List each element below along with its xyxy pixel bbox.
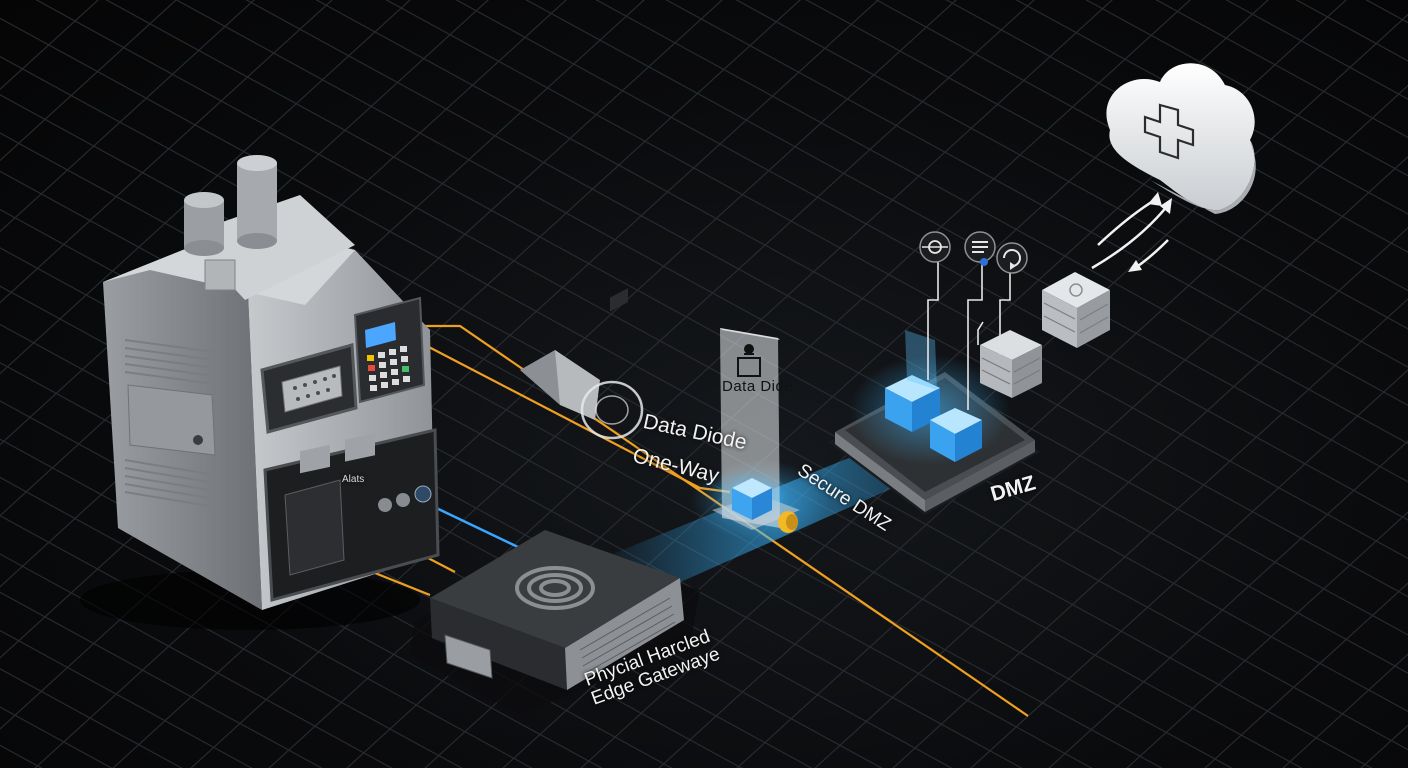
edge-gateway <box>410 288 700 715</box>
grid-line <box>1295 0 1408 62</box>
grid-line <box>268 0 1113 768</box>
grid-line <box>665 0 1408 406</box>
grid-line <box>1155 0 1408 139</box>
grid-line <box>315 0 1408 598</box>
plc-panel-label: Alats <box>342 474 365 485</box>
grid-line <box>658 84 1408 768</box>
grid-line <box>0 0 411 375</box>
grid-line <box>1204 582 1408 768</box>
grid-line <box>190 0 1035 768</box>
grid-line <box>0 591 323 768</box>
diode-sensor <box>520 350 644 440</box>
cloud-gateway-stack <box>1042 272 1110 348</box>
grid-line <box>525 0 1408 483</box>
grid-line <box>0 0 99 91</box>
grid-line <box>0 0 177 162</box>
plus-icon <box>1143 103 1195 160</box>
grid-line <box>1404 0 1408 768</box>
grid-line <box>1048 440 1408 768</box>
dmz-feed-lines <box>927 262 1011 410</box>
grid-line <box>970 369 1408 768</box>
grid-line <box>595 0 1408 445</box>
grid-line <box>0 515 463 768</box>
grid-line <box>735 0 1408 368</box>
grid-line <box>805 0 1408 330</box>
grid-line <box>875 0 1408 292</box>
cloud <box>1106 63 1256 214</box>
server-icon <box>964 231 996 266</box>
diode-glow-cube <box>710 469 798 533</box>
grid-line <box>1400 0 1408 768</box>
grid-line <box>1085 0 1408 177</box>
grid-line <box>0 132 1163 768</box>
grid-line <box>112 0 957 768</box>
diode-panel-label: Data Dide <box>722 378 794 395</box>
grid-line <box>0 476 533 768</box>
grid-line <box>0 629 253 768</box>
grid-line <box>0 553 393 768</box>
grid-line <box>0 0 489 446</box>
cloud-arrows <box>1091 192 1172 272</box>
grid-line <box>0 94 1233 768</box>
grid-line <box>736 155 1408 768</box>
grid-line <box>1126 511 1408 768</box>
grid-line <box>814 227 1408 768</box>
industrial-controller <box>80 155 440 630</box>
blue-wire <box>429 503 521 550</box>
grid-line <box>0 0 30 768</box>
concentric-circles-icon <box>515 566 595 610</box>
grid-line <box>0 0 333 304</box>
grid-line <box>0 0 255 233</box>
lock-icon <box>737 344 761 377</box>
grid-line <box>455 0 1408 521</box>
grid-line <box>0 438 603 768</box>
refresh-icon <box>996 242 1028 274</box>
grid-line <box>1282 653 1408 768</box>
target-icon <box>919 231 951 263</box>
grid-line <box>385 0 1408 560</box>
dmz-platform <box>828 330 1040 515</box>
grid-line <box>892 298 1408 768</box>
dmz-server-stack <box>980 330 1042 398</box>
grid-line <box>0 55 1303 768</box>
grid-line <box>34 0 879 768</box>
